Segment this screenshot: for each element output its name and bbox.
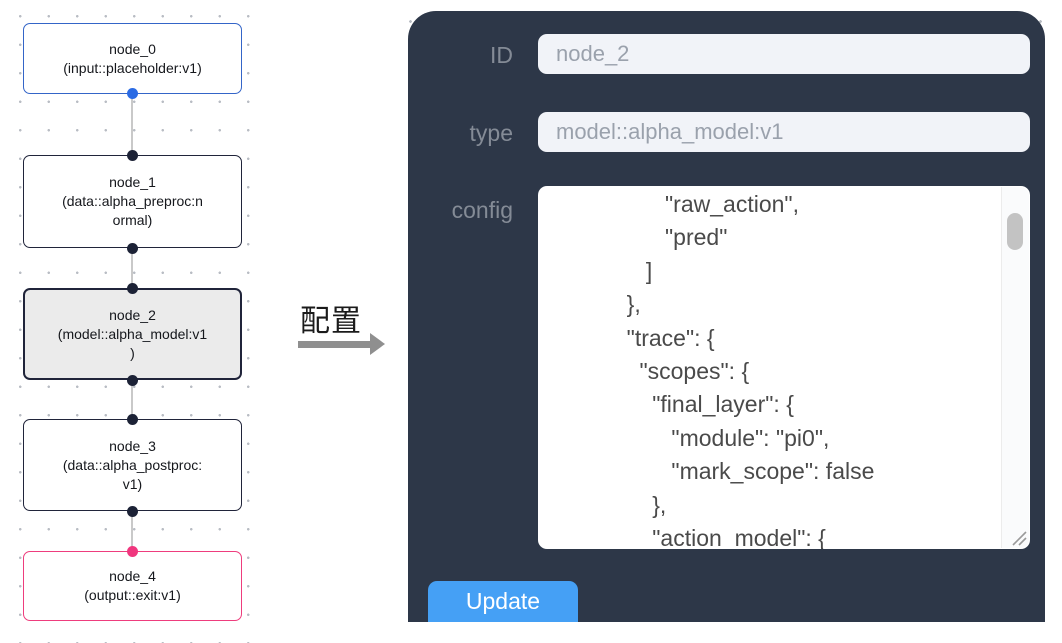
node-type-label: (output::exit:v1) (84, 587, 181, 603)
node-node_2-selected[interactable]: node_2 (model::alpha_model:v1 ) (23, 288, 242, 380)
port-handle-node1-in[interactable] (126, 149, 138, 161)
id-input[interactable] (538, 34, 1030, 74)
node-type-label: v1) (122, 475, 143, 492)
config-line: "final_layer": { (550, 391, 794, 418)
port-handle-node3-out[interactable] (126, 505, 138, 517)
right-arrow-icon (298, 341, 370, 348)
config-line: "pred" (550, 224, 728, 251)
node-title: node_4 (109, 568, 156, 584)
port-handle-node2-in[interactable] (126, 282, 138, 294)
node-type-label: (input::placeholder:v1) (63, 59, 202, 76)
node-node_3[interactable]: node_3 (data::alpha_postproc: v1) (23, 419, 242, 511)
node-type-label: (data::alpha_preproc:n (62, 193, 203, 209)
edge-node0-node1 (131, 93, 133, 155)
node-type-label: ormal) (112, 212, 153, 228)
edge-node2-node3 (131, 380, 133, 419)
port-handle-node0-out[interactable] (126, 88, 138, 99)
config-field-label: config (451, 197, 513, 223)
type-field-label: type (469, 120, 513, 146)
config-line: "scopes": { (550, 358, 750, 385)
node-title: node_2 (109, 306, 156, 323)
config-panel-canvas: ID type config "raw_action", "pred" ] },… (390, 0, 1062, 643)
port-handle-node4-in[interactable] (126, 545, 138, 557)
type-input[interactable] (538, 112, 1030, 152)
scrollbar-thumb[interactable] (1007, 213, 1023, 250)
scrollbar-track[interactable] (1001, 187, 1029, 548)
config-line: "trace": { (550, 324, 715, 351)
node-type-label: (data::alpha_postproc: (62, 456, 203, 473)
edge-node1-node2 (131, 248, 133, 288)
node-node_0[interactable]: node_0 (input::placeholder:v1) (23, 23, 242, 94)
config-line: }, (550, 291, 641, 318)
node-graph-canvas: node_0 (input::placeholder:v1) node_1 (d… (0, 0, 272, 643)
node-title: node_3 (109, 437, 156, 454)
node-title: node_1 (109, 174, 156, 190)
config-line: }, (550, 491, 667, 518)
node-title: node_0 (109, 40, 156, 57)
port-handle-node1-out[interactable] (126, 242, 138, 254)
id-field-label: ID (490, 42, 513, 68)
node-config-panel: ID type config "raw_action", "pred" ] },… (408, 11, 1045, 622)
node-type-label: ) (130, 344, 135, 361)
config-line: "module": "pi0", (550, 424, 830, 451)
port-handle-node2-out[interactable] (126, 374, 138, 386)
right-arrow-head-icon (370, 333, 385, 355)
config-line: "raw_action", (550, 191, 799, 217)
port-handle-node3-in[interactable] (126, 413, 138, 425)
edge-node3-node4 (131, 511, 133, 551)
transition-annotation: 配置 (272, 0, 390, 643)
config-line: ] (550, 257, 653, 284)
config-json-textarea[interactable]: "raw_action", "pred" ] }, "trace": { "sc… (538, 186, 1030, 549)
configure-label: 配置 (300, 305, 362, 338)
resize-handle-icon[interactable] (1009, 528, 1027, 546)
update-button[interactable]: Update (428, 581, 578, 622)
node-node_4[interactable]: node_4 (output::exit:v1) (23, 551, 242, 621)
node-type-label: (model::alpha_model:v1 (57, 325, 208, 342)
config-json-content: "raw_action", "pred" ] }, "trace": { "sc… (550, 188, 996, 549)
config-line: "action_model": { (550, 525, 826, 549)
node-node_1[interactable]: node_1 (data::alpha_preproc:n ormal) (23, 155, 242, 248)
config-line: "mark_scope": false (550, 458, 875, 485)
